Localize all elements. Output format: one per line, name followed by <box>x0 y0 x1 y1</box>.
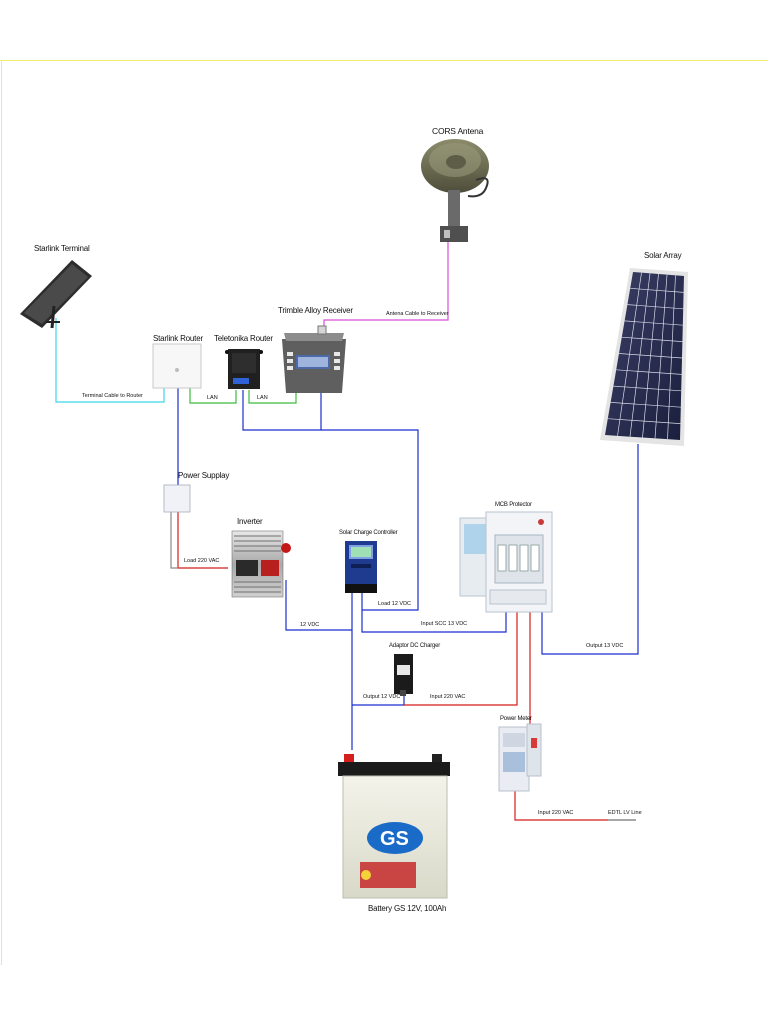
starlink-terminal-label: Starlink Terminal <box>34 244 90 253</box>
load-12-label: Load 12 VDC <box>378 601 412 607</box>
inverter-label: Inverter <box>237 517 263 526</box>
power-supply-label: Power Supplay <box>178 471 230 480</box>
panel-grid-line <box>610 402 681 408</box>
lan-label-2: LAN <box>257 395 268 401</box>
solar-array-icon <box>600 268 688 446</box>
panel-grid-line <box>627 304 684 310</box>
lan-label-1: LAN <box>207 395 218 401</box>
input-220-wire-a <box>404 612 518 706</box>
solar-charge-controller-icon <box>345 541 377 593</box>
adaptor-dc-charger-icon <box>394 654 413 696</box>
frame-border-left <box>1 60 2 965</box>
terminal-cable-label: Terminal Cable to Router <box>82 393 143 399</box>
solar-array-label: Solar Array <box>644 251 682 260</box>
antena-cable-wire <box>323 236 449 330</box>
mcb-protector-label: MCB Protector <box>495 502 532 508</box>
power-meter-label: Power Meter <box>500 716 532 722</box>
input-scc-label: Input SCC 13 VDC <box>421 621 468 627</box>
adaptor-dc-charger-label: Adaptor DC Charger <box>389 643 441 649</box>
panel-grid-line <box>616 369 682 375</box>
input-220-label-a: Input 220 VAC <box>430 694 466 700</box>
starlink-router-label: Starlink Router <box>153 334 203 343</box>
antena-cable-label: Antena Cable to Receiver <box>386 311 449 317</box>
panel-grid-line <box>621 336 683 342</box>
teltonika-router-icon <box>225 349 263 389</box>
trimble-receiver-label: Trimble Alloy Receiver <box>278 306 353 315</box>
scc-input-wire <box>361 610 507 633</box>
panel-grid-line <box>630 287 684 293</box>
frame-border-top <box>0 60 768 61</box>
inverter-icon <box>231 530 291 598</box>
cors-antenna-icon <box>421 139 489 242</box>
edtl-input-wire <box>514 791 608 821</box>
power-supply-icon <box>163 484 191 513</box>
svg-text:GS: GS <box>380 828 409 850</box>
lan-wire-1 <box>189 388 237 404</box>
load-220-label: Load 220 VAC <box>184 558 220 564</box>
mcb-protector-icon <box>459 511 553 613</box>
input-220-label-b: Input 220 VAC <box>538 810 574 816</box>
power-supply-gray-wire <box>170 512 178 569</box>
battery-icon: GS <box>338 754 450 899</box>
panel-grid-line <box>618 353 683 359</box>
edtl-label: EDTL LV Line <box>608 810 642 816</box>
solar-output-wire <box>541 444 639 655</box>
cors-antenna-label: CORS Antena <box>432 126 484 136</box>
panel-grid-line <box>613 385 682 392</box>
lan-wire-2 <box>248 390 297 404</box>
teltonika-router-label: Teletonika Router <box>214 334 273 343</box>
starlink-terminal-icon <box>20 260 92 329</box>
load-12-wire <box>321 429 419 611</box>
panel-grid-line <box>607 418 681 424</box>
receiver-power-wire <box>242 390 322 431</box>
solar-charge-controller-label: Solar Charge Controller <box>339 530 398 536</box>
battery-label: Battery GS 12V, 100Ah <box>368 904 447 913</box>
dc-12-label: 12 VDC <box>300 622 320 628</box>
output-13-label: Output 13 VDC <box>586 643 624 649</box>
inverter-dc-wire <box>285 580 352 631</box>
power-meter-icon <box>498 723 542 792</box>
panel-grid-line <box>624 320 683 326</box>
trimble-receiver-icon <box>282 325 346 393</box>
output-12-label: Output 12 VDC <box>363 694 401 700</box>
terminal-cable-wire <box>55 318 165 403</box>
starlink-router-icon <box>152 343 202 389</box>
